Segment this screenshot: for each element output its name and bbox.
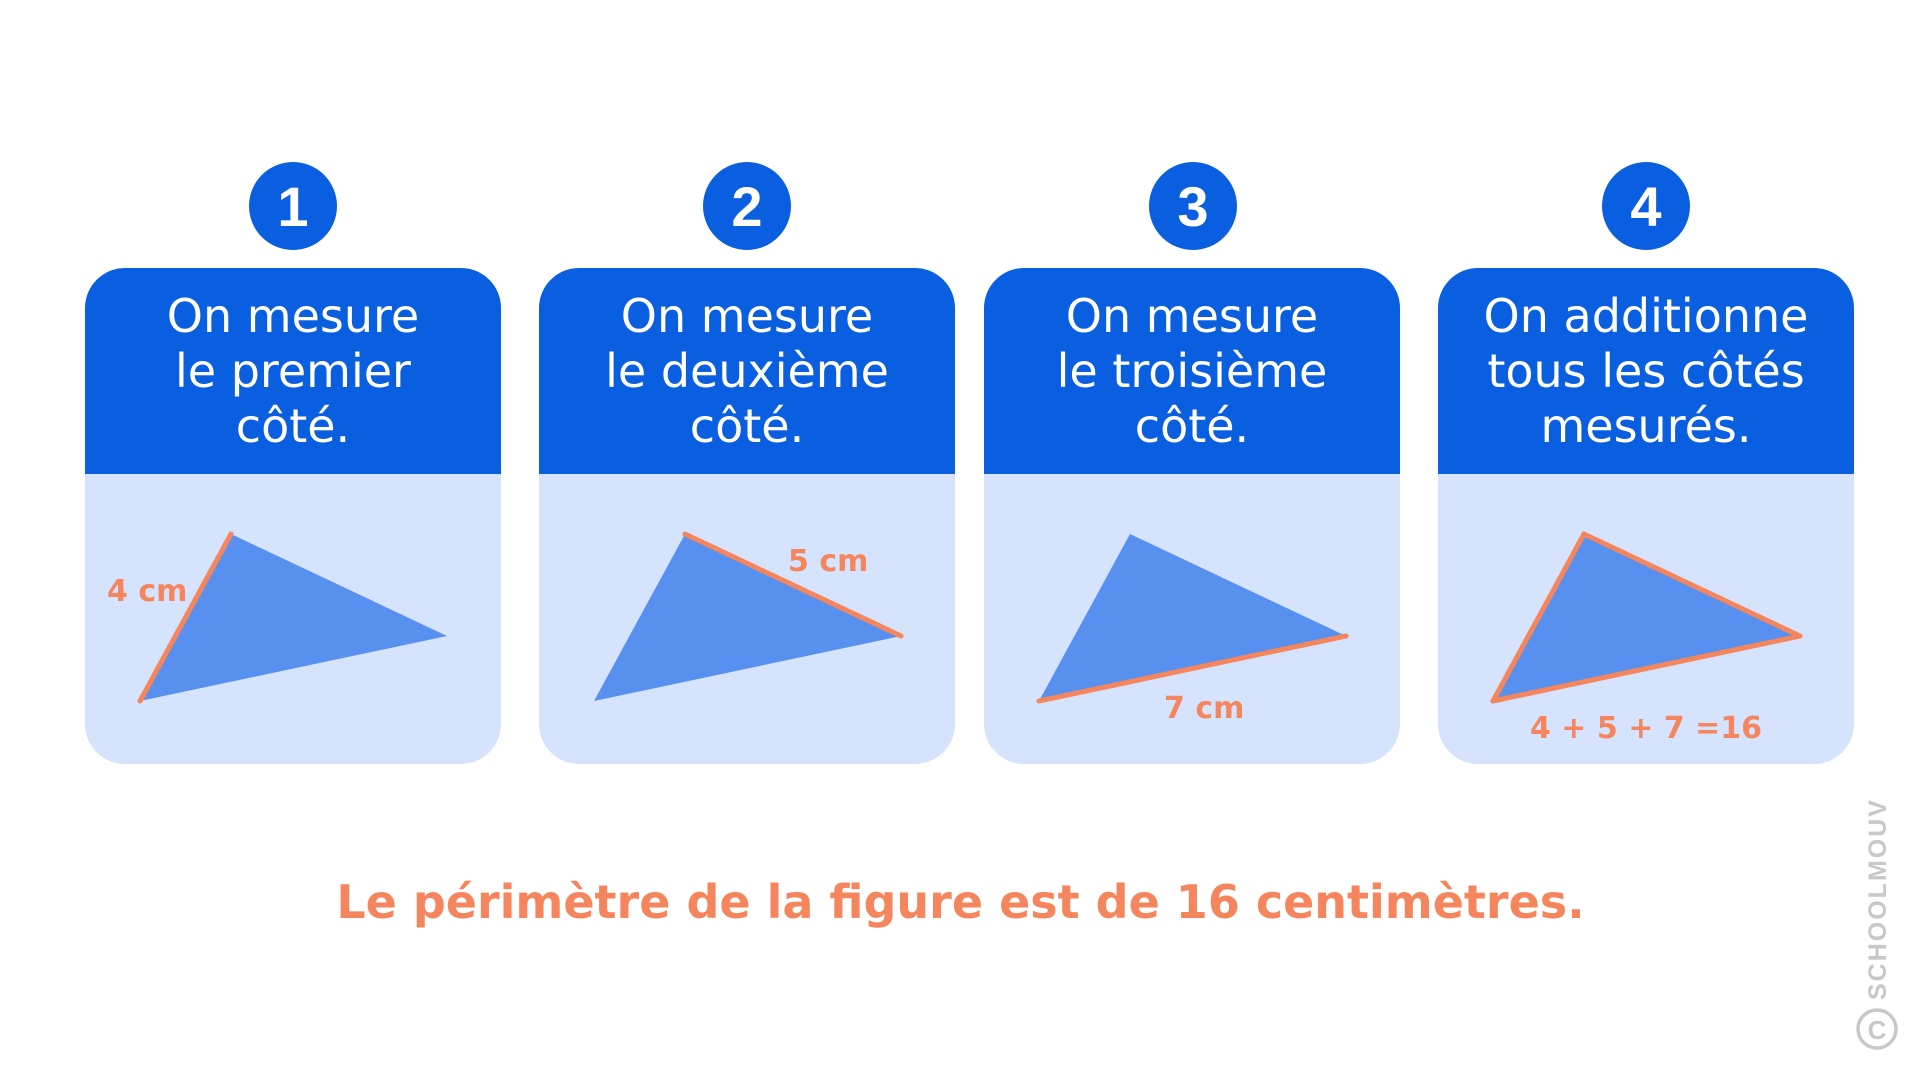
step-1-triangle — [140, 534, 447, 701]
step-3-header: On mesure le troisième côté. — [984, 268, 1400, 474]
step-4-side-3-highlight — [1490, 633, 1803, 704]
step-4-figure: 4 + 5 + 7 =16 — [1438, 474, 1854, 764]
watermark: C SCHOOLMOUV — [1852, 795, 1902, 1055]
step-2-side-label: 5 cm — [788, 544, 868, 579]
copyright-icon: C — [1856, 1008, 1898, 1050]
step-1-text: On mesure le premier côté. — [166, 288, 420, 453]
conclusion-text: Le périmètre de la figure est de 16 cent… — [336, 875, 1585, 929]
step-1-header: On mesure le premier côté. — [85, 268, 501, 474]
step-1-side-label: 4 cm — [107, 574, 187, 609]
step-2-number: 2 — [703, 162, 791, 250]
step-2-number-text: 2 — [731, 174, 763, 238]
step-4-text: On additionne tous les côtés mesurés. — [1483, 288, 1809, 453]
step-4-side-1-highlight — [1490, 531, 1587, 704]
step-3-card: On mesure le troisième côté. 7 cm — [984, 268, 1400, 764]
step-4-side-2-highlight — [1581, 531, 1803, 639]
step-4-number: 4 — [1602, 162, 1690, 250]
watermark-text: SCHOOLMOUV — [1864, 798, 1892, 1000]
step-3-triangle — [1039, 534, 1346, 701]
step-2-side-highlight — [682, 531, 904, 639]
step-3-number: 3 — [1149, 162, 1237, 250]
step-4-card: On additionne tous les côtés mesurés. 4 … — [1438, 268, 1854, 764]
step-2-text: On mesure le deuxième côté. — [605, 288, 889, 453]
step-4-header: On additionne tous les côtés mesurés. — [1438, 268, 1854, 474]
step-3-number-text: 3 — [1177, 174, 1209, 238]
step-4-sum-label: 4 + 5 + 7 =16 — [1530, 711, 1762, 746]
step-1-figure: 4 cm — [85, 474, 501, 764]
step-2-header: On mesure le deuxième côté. — [539, 268, 955, 474]
step-2-triangle — [594, 534, 901, 701]
step-4-triangle — [1493, 534, 1800, 701]
svg-text:C: C — [1868, 1015, 1887, 1045]
step-4-number-text: 4 — [1630, 174, 1662, 238]
step-2-figure: 5 cm — [539, 474, 955, 764]
step-1-number-text: 1 — [277, 174, 309, 238]
step-3-side-highlight — [1036, 633, 1349, 704]
step-3-side-label: 7 cm — [1164, 691, 1244, 726]
step-1-card: On mesure le premier côté. 4 cm — [85, 268, 501, 764]
step-2-card: On mesure le deuxième côté. 5 cm — [539, 268, 955, 764]
step-3-text: On mesure le troisième côté. — [1056, 288, 1328, 453]
step-1-side-highlight — [137, 531, 234, 704]
step-3-figure: 7 cm — [984, 474, 1400, 764]
step-1-number: 1 — [249, 162, 337, 250]
